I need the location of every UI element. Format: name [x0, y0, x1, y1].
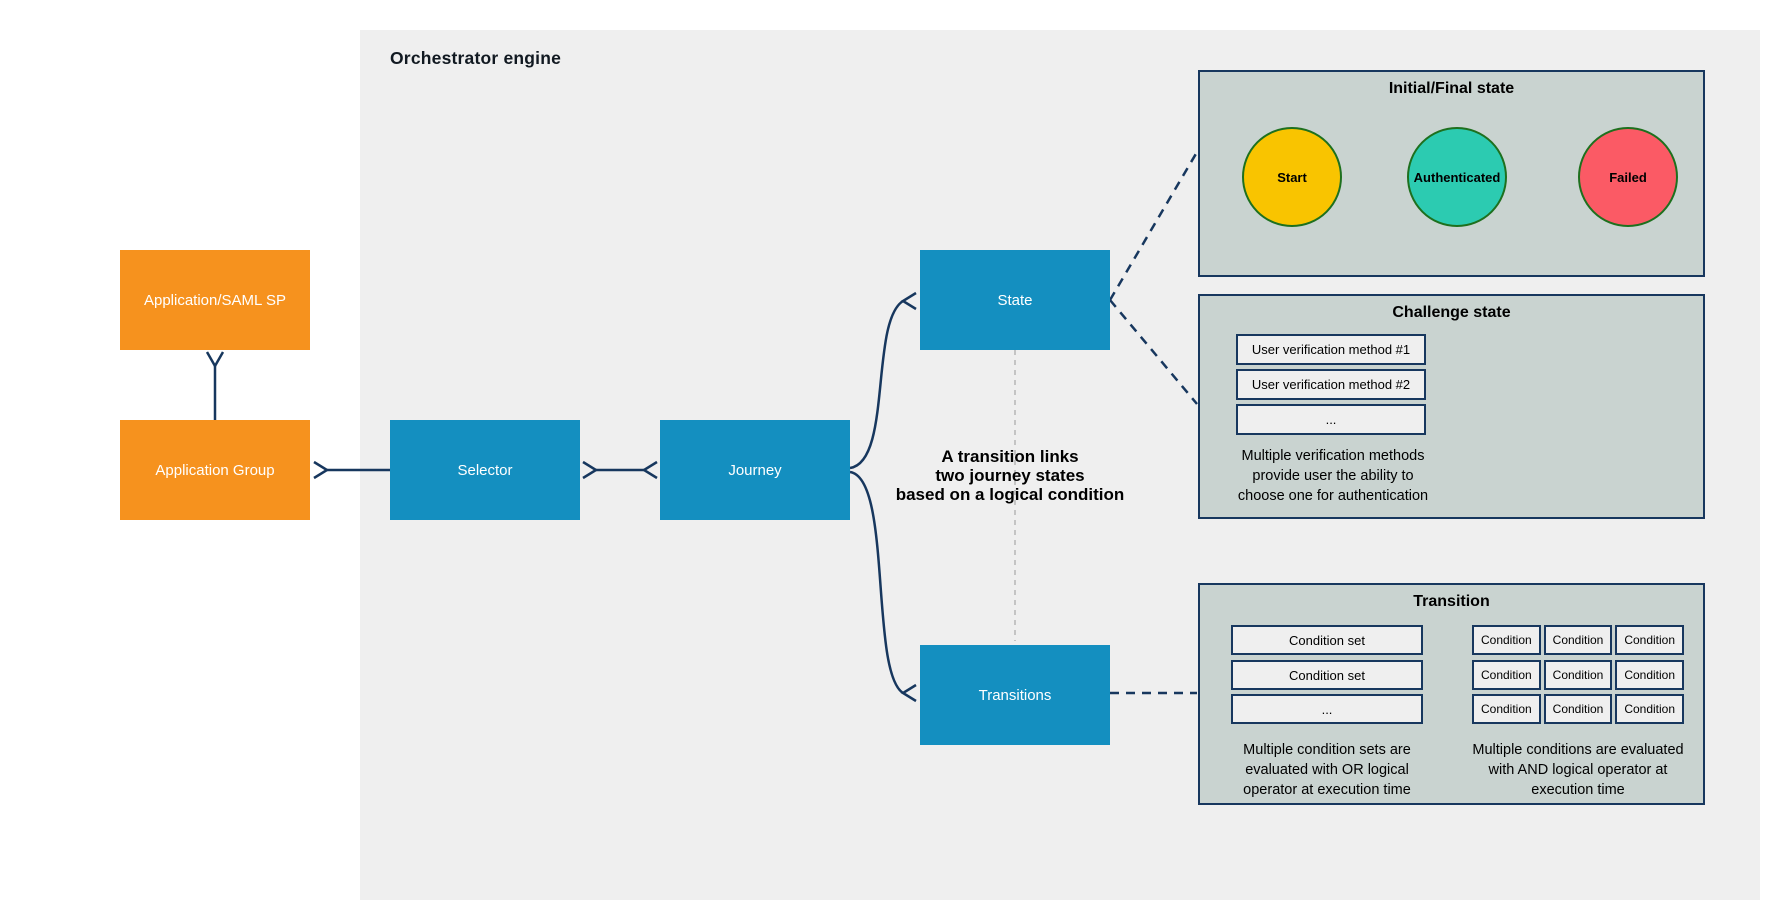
annotation-line: based on a logical condition: [895, 485, 1125, 504]
panel-title: Challenge state: [1392, 304, 1511, 321]
condition-cell: Condition: [1543, 694, 1613, 724]
condition-cell: Condition: [1615, 625, 1685, 655]
initial-final-state-panel: Initial/Final state Start Authenticated …: [1198, 70, 1705, 277]
annotation-line: two journey states: [935, 466, 1085, 485]
condition-row: Condition Condition Condition: [1472, 660, 1685, 690]
challenge-state-panel: Challenge state User verification method…: [1198, 294, 1705, 519]
caption-line: Multiple verification methods: [1241, 448, 1425, 464]
user-verification-method-box: User verification method #1: [1236, 334, 1426, 365]
annotation-line: A transition links: [941, 447, 1079, 466]
condition-cell: Condition: [1615, 660, 1685, 690]
transition-annotation: A transition links two journey states ba…: [855, 447, 1165, 504]
caption-line: with AND logical operator at: [1488, 762, 1668, 778]
arrowhead-right-icon: [313, 460, 330, 480]
caption-line: Multiple conditions are evaluated: [1472, 742, 1684, 758]
state-circle-authenticated: Authenticated: [1407, 127, 1507, 227]
user-verification-method-box: User verification method #2: [1236, 369, 1426, 400]
condition-cell: Condition: [1472, 660, 1541, 690]
condition-set-box: Condition set: [1231, 660, 1423, 690]
node-selector: Selector: [390, 420, 580, 520]
panel-title: Initial/Final state: [1388, 80, 1515, 97]
condition-row: Condition Condition Condition: [1472, 625, 1685, 655]
state-circle-start: Start: [1242, 127, 1342, 227]
node-application-group: Application Group: [120, 420, 310, 520]
user-verification-method-box: ...: [1236, 404, 1426, 435]
condition-set-box: ...: [1231, 694, 1423, 724]
condition-cell: Condition: [1472, 694, 1541, 724]
state-circle-failed: Failed: [1578, 127, 1678, 227]
condition-cell: Condition: [1543, 660, 1613, 690]
node-state: State: [920, 250, 1110, 350]
caption-line: execution time: [1531, 782, 1625, 798]
caption-line: evaluated with OR logical: [1245, 762, 1409, 778]
panel-title: Transition: [1413, 593, 1490, 610]
caption-line: Multiple condition sets are: [1243, 742, 1411, 758]
and-caption: Multiple conditions are evaluated with A…: [1458, 740, 1698, 800]
condition-cell: Condition: [1543, 625, 1613, 655]
transition-panel: Transition Condition set Condition set .…: [1198, 583, 1705, 805]
condition-cell: Condition: [1472, 625, 1541, 655]
or-caption: Multiple condition sets are evaluated wi…: [1207, 740, 1447, 800]
caption-line: operator at execution time: [1243, 782, 1411, 798]
orchestrator-engine-title: Orchestrator engine: [390, 48, 562, 68]
caption-line: choose one for authentication: [1237, 488, 1429, 504]
node-application-saml-sp: Application/SAML SP: [120, 250, 310, 350]
node-transitions: Transitions: [920, 645, 1110, 745]
caption-line: provide user the ability to: [1252, 468, 1414, 484]
arrowhead-down-icon: [205, 351, 225, 369]
condition-row: Condition Condition Condition: [1472, 694, 1685, 724]
condition-set-box: Condition set: [1231, 625, 1423, 655]
node-journey: Journey: [660, 420, 850, 520]
condition-cell: Condition: [1615, 694, 1685, 724]
challenge-caption: Multiple verification methods provide us…: [1223, 446, 1443, 506]
